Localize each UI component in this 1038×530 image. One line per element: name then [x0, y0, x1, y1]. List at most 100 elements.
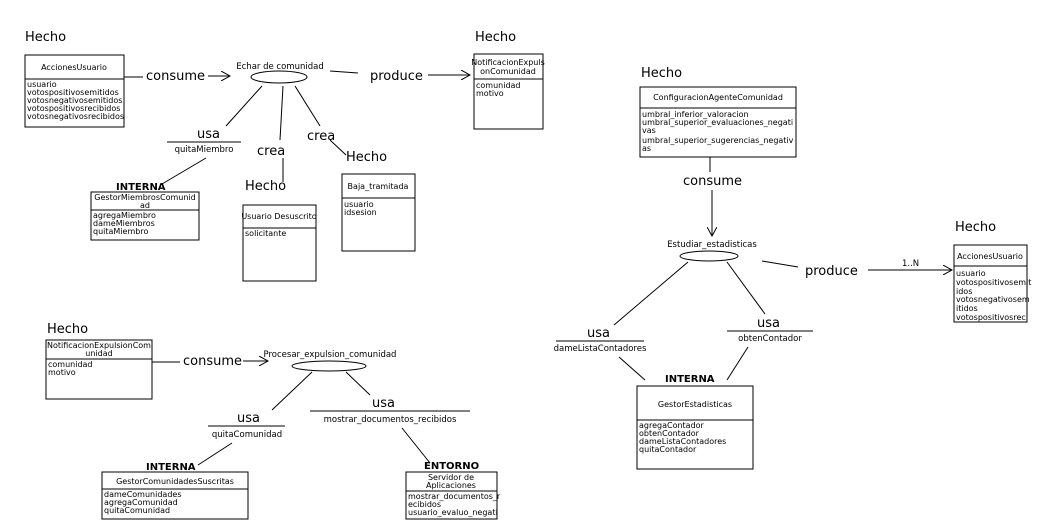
entity-attr: mostrar_documentos_r	[408, 492, 501, 501]
entity-attr: ecibidos	[408, 500, 441, 509]
entorno-label: ENTORNO	[424, 461, 479, 472]
usa-label: usa	[587, 326, 610, 341]
crea-line	[279, 85, 284, 141]
hecho-label: Hecho	[475, 30, 516, 45]
task-name: Estudiar_estadisticas	[667, 240, 757, 250]
hecho-label: Hecho	[641, 66, 682, 81]
entity-attr: dameComunidades	[104, 490, 181, 499]
entity-acciones-usuario[interactable]: AccionesUsuario usuario votospositivosem…	[953, 244, 1031, 323]
entity-title: GestorComunidadesSuscritas	[116, 477, 234, 486]
entity-gestor-comunidades[interactable]: GestorComunidadesSuscritas dameComunidad…	[101, 471, 249, 520]
entity-attr: usuario	[344, 200, 374, 209]
entity-gestor-miembros[interactable]: GestorMiembrosComunid ad agregaMiembro d…	[90, 191, 200, 241]
produce-line	[329, 70, 359, 74]
usa-operation: quitaMiembro	[175, 145, 234, 155]
entity-usuario-desuscrito[interactable]: Usuario Desuscrito solicitante	[241, 204, 317, 282]
usa-line	[225, 85, 263, 127]
diagram-estudiar-estadisticas: Hecho ConfiguracionAgenteComunidad umbra…	[554, 66, 1031, 470]
entity-attr: votosnegativosem	[956, 295, 1030, 304]
entity-attr: usuario	[956, 269, 986, 278]
task-name: Procesar_expulsion_comunidad	[264, 350, 397, 360]
entity-title: onComunidad	[480, 67, 536, 76]
entity-notificacion-expulsion-comunidad[interactable]: NotificacionExpulsionCom unidad comunida…	[45, 339, 153, 400]
usa-label: usa	[237, 411, 260, 426]
usa-connector	[618, 356, 646, 381]
usa-connector	[401, 427, 431, 464]
entity-attr: umbral_superior_evaluaciones_negati	[642, 118, 793, 127]
crea-label: crea	[257, 144, 285, 159]
usa-line	[345, 371, 371, 396]
entity-title: Baja_tramitada	[348, 182, 409, 191]
hecho-label: Hecho	[955, 220, 996, 235]
entity-attr: obtenContador	[639, 429, 700, 438]
produce-line	[761, 260, 799, 268]
entity-servidor-aplicaciones[interactable]: Servidor de Aplicaciones mostrar_documen…	[405, 471, 501, 520]
entity-attr: as	[642, 144, 651, 153]
entity-title: GestorMiembrosComunid	[94, 193, 195, 202]
entity-attr: motivo	[476, 89, 504, 98]
interna-label: INTERNA	[146, 462, 196, 473]
usa-operation: obtenContador	[738, 334, 802, 344]
entity-attr: votospositivosemit	[956, 278, 1031, 287]
entity-attr: agregaMiembro	[93, 211, 156, 220]
entity-title: Servidor de	[428, 473, 474, 482]
entity-attr: votospositivosreci	[956, 313, 1028, 322]
entity-notificacion-expulsion[interactable]: NotificacionExpuls onComunidad comunidad…	[471, 53, 545, 130]
entity-attr: agregaComunidad	[104, 498, 178, 507]
consume-label: consume	[683, 174, 742, 189]
entity-title: ConfiguracionAgenteComunidad	[653, 93, 783, 102]
entity-attr: motivo	[48, 368, 76, 377]
entity-title: AccionesUsuario	[41, 63, 107, 72]
entity-attr: idos	[956, 287, 972, 296]
usa-label: usa	[372, 396, 395, 411]
entity-attr: votospositivosemitidos	[27, 88, 119, 97]
diagram-procesar-expulsion: Hecho NotificacionExpulsionCom unidad co…	[45, 322, 501, 520]
task-ellipse[interactable]	[291, 360, 367, 372]
entity-title: NotificacionExpulsionCom	[47, 341, 151, 350]
entity-attr: itidos	[956, 304, 978, 313]
interna-label: INTERNA	[665, 374, 715, 385]
produce-label: produce	[805, 264, 858, 279]
entity-attr: usuario_evaluo_negati	[408, 508, 498, 517]
usa-connector	[726, 346, 749, 381]
diagram-echar-comunidad: Hecho AccionesUsuario usuario votosposit…	[24, 30, 545, 282]
usa-connector	[161, 157, 207, 185]
crea-line	[294, 85, 321, 127]
task-ellipse[interactable]	[250, 70, 308, 84]
entity-baja-tramitada[interactable]: Baja_tramitada usuario idsesion	[341, 173, 416, 252]
usa-line	[613, 261, 689, 326]
entity-configuracion-agente[interactable]: ConfiguracionAgenteComunidad umbral_infe…	[639, 86, 797, 158]
entity-attr: solicitante	[245, 229, 286, 238]
entity-attr: dameListaContadores	[639, 437, 726, 446]
entity-title: GestorEstadisticas	[658, 400, 732, 409]
usa-connector	[197, 442, 233, 466]
consume-label: consume	[146, 69, 205, 84]
entity-attr: vas	[642, 126, 656, 135]
entity-title: Usuario Desuscrito	[241, 212, 316, 221]
entity-attr: agregaContador	[639, 421, 705, 430]
entity-attr: comunidad	[48, 360, 93, 369]
interna-label: INTERNA	[116, 182, 166, 193]
entity-title: ad	[140, 201, 150, 210]
entity-gestor-estadisticas[interactable]: GestorEstadisticas agregaContador obtenC…	[636, 385, 754, 470]
multiplicity-label: 1..N	[902, 259, 919, 269]
entity-attr: quitaComunidad	[104, 506, 170, 515]
entity-attr: comunidad	[476, 81, 521, 90]
consume-label: consume	[183, 354, 242, 369]
entity-attr: votosnegativosrecibidos	[27, 112, 124, 121]
entity-attr: votospositivosrecibidos	[27, 104, 120, 113]
entity-title: Aplicaciones	[426, 481, 476, 490]
usa-line	[726, 261, 766, 315]
entity-title: unidad	[85, 349, 112, 358]
entity-attr: quitaContador	[639, 445, 697, 454]
crea-connector	[329, 139, 347, 156]
usa-line	[271, 371, 313, 411]
task-ellipse[interactable]	[679, 250, 739, 262]
entity-attr: umbral_inferior_valoracion	[642, 110, 749, 119]
entity-attr: dameMiembros	[93, 219, 155, 228]
entity-title: AccionesUsuario	[957, 252, 1023, 261]
usa-label: usa	[197, 127, 220, 142]
hecho-label: Hecho	[346, 150, 387, 165]
entity-acciones-usuario[interactable]: AccionesUsuario usuario votospositivosem…	[24, 54, 125, 128]
